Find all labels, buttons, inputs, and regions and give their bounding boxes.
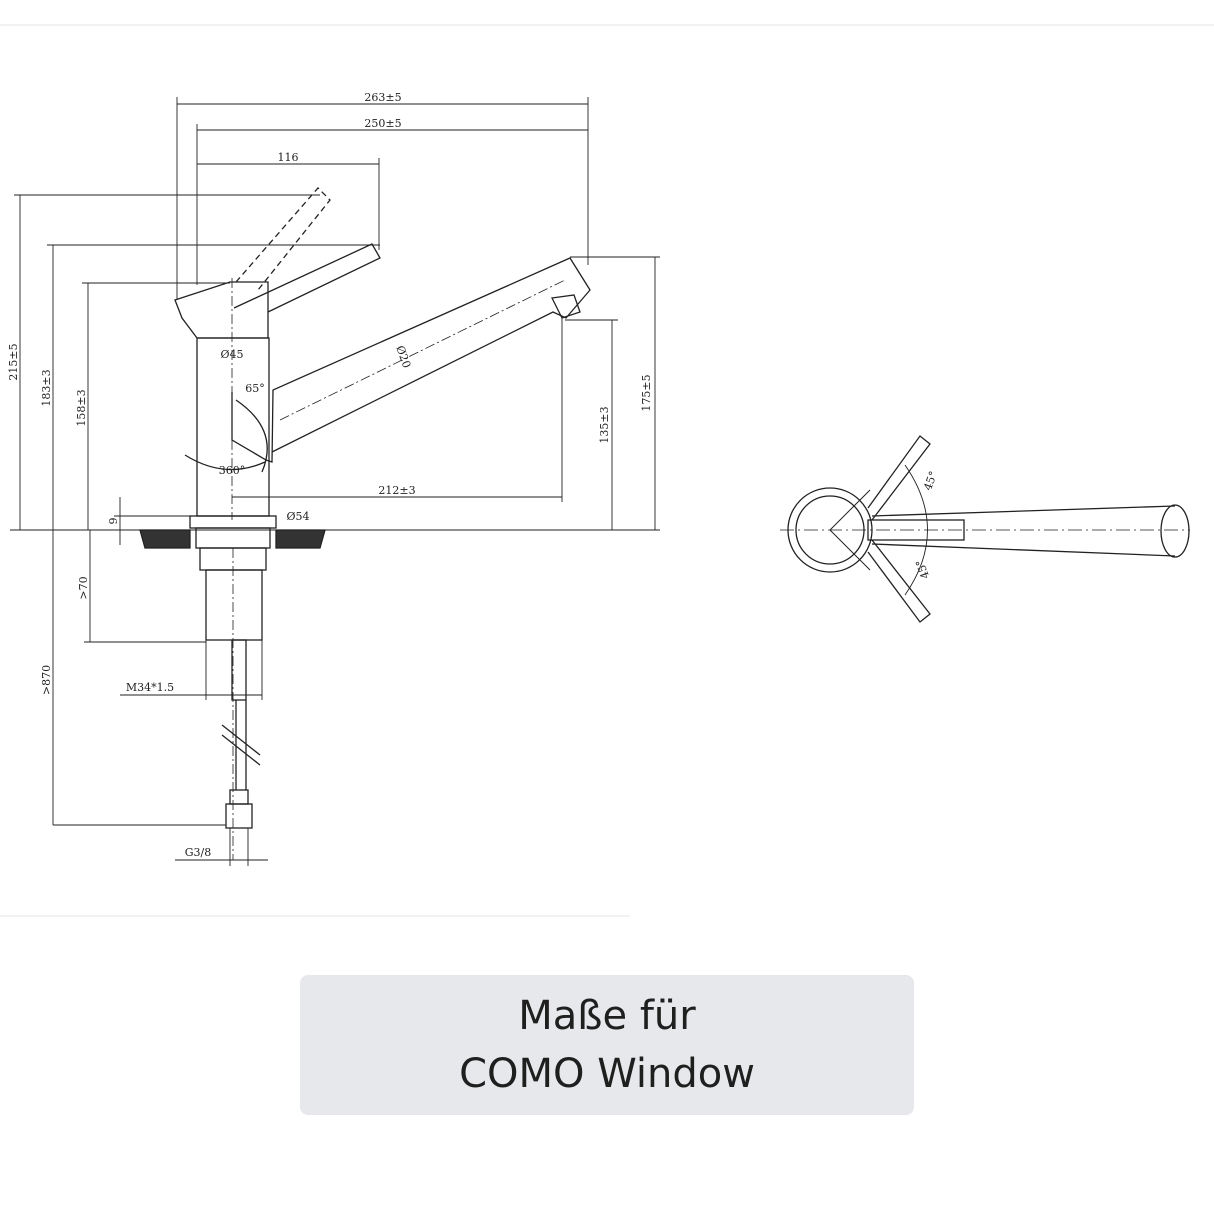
spout — [231, 257, 591, 463]
dim-dia20: Ø20 — [393, 344, 413, 370]
caption-line-2: COMO Window — [459, 1051, 755, 1097]
dim-m34: M34*1.5 — [126, 681, 174, 694]
caption-box: Maße für COMO Window — [300, 975, 914, 1115]
dim-175: 175±5 — [640, 374, 653, 411]
dim-116: 116 — [278, 151, 299, 164]
dim-135: 135±3 — [598, 406, 611, 443]
dim-183: 183±3 — [40, 369, 53, 406]
lever — [233, 243, 381, 313]
dim-angle-45-top: 45° — [921, 469, 940, 492]
faucet-body — [196, 337, 270, 517]
dim-angle-65: 65° — [245, 382, 265, 395]
dim-angle-360: 360° — [219, 464, 246, 477]
dim-212: 212±3 — [378, 484, 415, 497]
lever-head — [174, 281, 269, 339]
dim-angle-45-bottom: 45° — [913, 558, 932, 581]
dim-dia54: Ø54 — [286, 510, 309, 523]
dim-70: >70 — [77, 576, 90, 599]
dim-870: >870 — [40, 665, 53, 695]
dim-g38: G3/8 — [185, 846, 212, 859]
spout-end — [1160, 504, 1190, 558]
dim-dia45: Ø45 — [220, 348, 243, 361]
caption-line-1: Maße für — [518, 993, 696, 1039]
dim-263: 263±5 — [364, 91, 401, 104]
dimension-lines — [10, 97, 660, 866]
top-view — [780, 435, 1190, 623]
dim-9: 9 — [107, 518, 120, 525]
dim-250: 250±5 — [364, 117, 401, 130]
dim-215: 215±5 — [7, 343, 20, 380]
side-view — [139, 187, 591, 860]
dim-158: 158±3 — [75, 389, 88, 426]
